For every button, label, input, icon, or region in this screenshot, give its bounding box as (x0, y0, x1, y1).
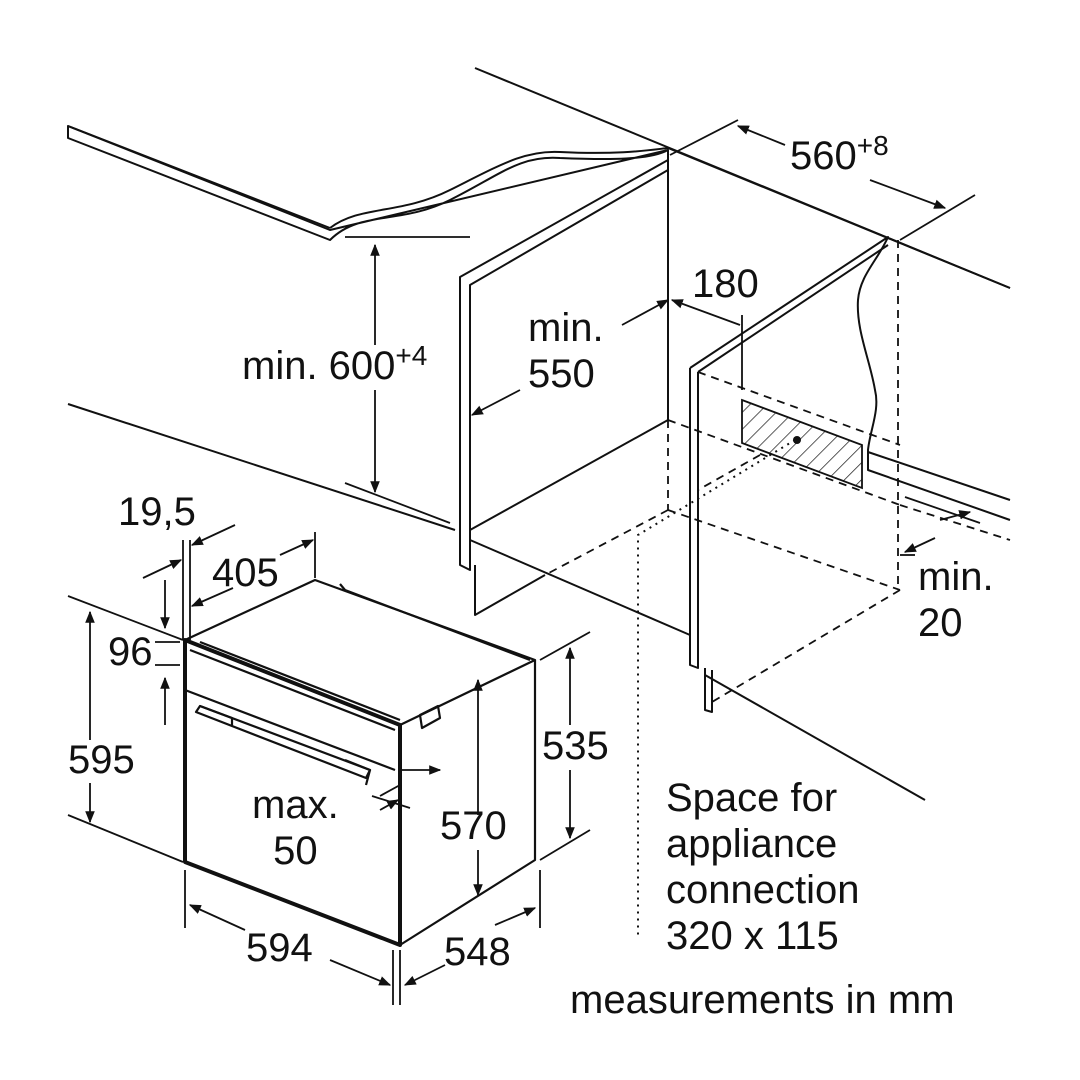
dim-560: 560+8 (790, 130, 889, 178)
dim-535: 535 (542, 724, 609, 768)
dim-min-550: min.550 (528, 306, 604, 396)
dim-180: 180 (692, 262, 759, 306)
connection-note: Space for appliance connection 320 x 115 (666, 775, 859, 959)
worktop (67, 125, 669, 241)
cabinet-outline (67, 67, 1011, 801)
connection-dot (793, 436, 801, 444)
units-note: measurements in mm (570, 978, 955, 1022)
dim-19-5: 19,5 (118, 490, 196, 534)
dim-min-20: min.20 (918, 555, 994, 645)
connection-space (741, 398, 863, 490)
hidden-lines (544, 240, 1011, 703)
dim-600: min. 600+4 (242, 340, 428, 388)
dim-595: 595 (68, 738, 135, 782)
dim-max-50: max.50 (252, 783, 339, 873)
connection-note-line: 320 x 115 (666, 914, 839, 958)
dim-594: 594 (246, 926, 313, 970)
dim-548: 548 (444, 930, 511, 974)
connection-note-line: Space for (666, 776, 838, 820)
oven-handle (194, 704, 372, 780)
dimension-lines (67, 119, 981, 1005)
connection-note-line: connection (666, 868, 860, 912)
dim-96: 96 (108, 630, 153, 674)
dim-405: 405 (212, 551, 279, 595)
oven-body (183, 578, 537, 947)
dim-570: 570 (440, 804, 507, 848)
connection-note-line: appliance (666, 822, 838, 866)
connection-path (637, 439, 796, 935)
